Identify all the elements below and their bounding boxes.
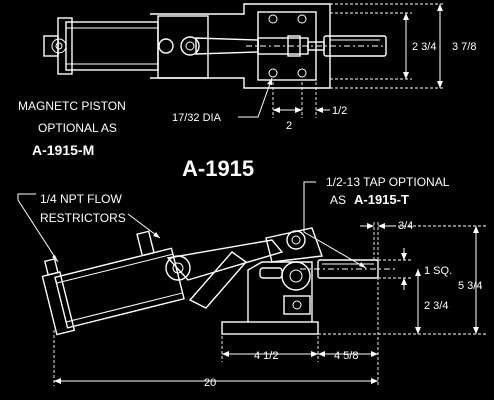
flow-note-line1: 1/4 NPT FLOW xyxy=(40,192,122,206)
tap-model: A-1915-T xyxy=(354,192,409,207)
top-view xyxy=(43,3,387,89)
base-height-label: 2 3/4 xyxy=(424,300,448,312)
base-left-label: 4 1/2 xyxy=(254,350,278,362)
top-view-dimensions xyxy=(238,3,445,118)
base-right-label: 4 5/8 xyxy=(334,350,358,362)
drawing-title: A-1915 xyxy=(182,156,254,181)
top-inner-height-label: 2 3/4 xyxy=(412,41,436,53)
side-view-dimensions xyxy=(17,181,486,386)
tap-note-line1: 1/2-13 TAP OPTIONAL xyxy=(326,175,450,189)
magnet-note-line2: OPTIONAL AS xyxy=(38,121,117,135)
overall-length-label: 20 xyxy=(204,377,216,389)
hole-dia-label: 17/32 DIA xyxy=(172,112,222,124)
magnet-model: A-1915-M xyxy=(32,142,94,158)
hole-offset-label: 1/2 xyxy=(332,105,347,117)
top-outer-height-label: 3 7/8 xyxy=(452,41,476,53)
overall-height-label: 5 3/4 xyxy=(458,280,482,292)
magnet-note-line1: MAGNETC PISTON xyxy=(18,99,126,113)
bar-square-label: 1 SQ. xyxy=(424,265,452,277)
flow-note-line2: RESTRICTORS xyxy=(40,211,126,225)
tip-offset-label: 3/4 xyxy=(398,220,413,232)
side-view xyxy=(41,227,395,336)
tap-note-prefix: AS xyxy=(330,193,346,207)
hole-spacing-label: 2 xyxy=(286,120,292,132)
